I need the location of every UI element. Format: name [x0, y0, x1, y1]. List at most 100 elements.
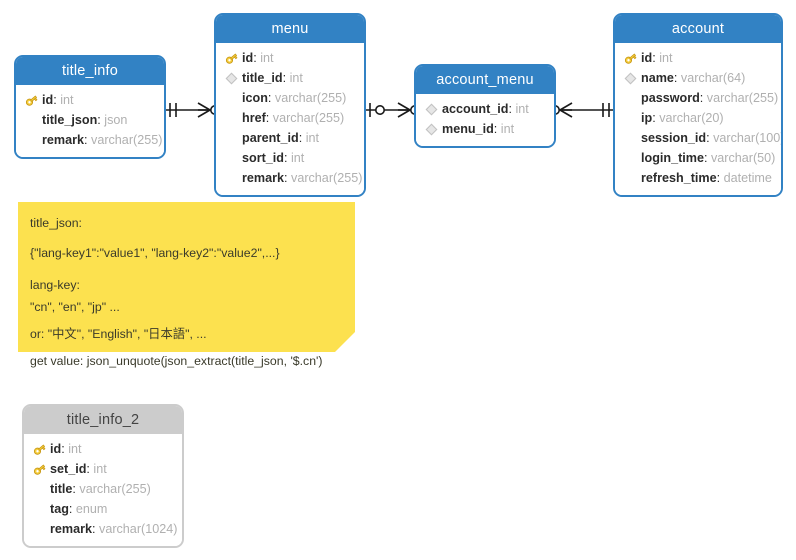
field-row[interactable]: remark: varchar(255): [16, 130, 164, 150]
field-indent-spacer: [223, 90, 240, 107]
field-name: account_id: [442, 102, 509, 116]
field-indent-spacer: [23, 132, 40, 149]
field-row[interactable]: title: varchar(255): [24, 479, 182, 499]
field-type: varchar(255): [79, 482, 151, 496]
field-name: remark: [50, 522, 93, 536]
field-row[interactable]: ip: varchar(20): [615, 108, 781, 128]
relationship-title_info-menu: [166, 102, 221, 118]
field-separator: :: [699, 91, 707, 105]
note-line: lang-key:: [30, 278, 80, 292]
note-line: title_json:: [30, 216, 82, 230]
field-row[interactable]: id: int: [216, 48, 364, 68]
diamond-icon: [622, 70, 639, 87]
relationship-account_menu-account: [549, 102, 613, 118]
field-type: int: [93, 462, 107, 476]
field-row[interactable]: login_time: varchar(50): [615, 148, 781, 168]
field-type: varchar(20): [659, 111, 724, 125]
key-icon: [622, 50, 639, 67]
field-row[interactable]: menu_id: int: [416, 119, 554, 139]
diamond-icon: [223, 70, 240, 87]
field-separator: :: [97, 113, 105, 127]
field-type: varchar(100): [713, 131, 783, 145]
field-type: varchar(255): [91, 133, 163, 147]
field-row[interactable]: set_id: int: [24, 459, 182, 479]
field-separator: :: [284, 171, 292, 185]
field-row[interactable]: account_id: int: [416, 99, 554, 119]
field-row[interactable]: refresh_time: datetime: [615, 168, 781, 188]
field-type: varchar(255): [272, 111, 345, 125]
field-indent-spacer: [223, 130, 240, 147]
field-separator: :: [84, 133, 92, 147]
field-indent-spacer: [23, 112, 40, 129]
field-indent-spacer: [622, 130, 639, 147]
field-row[interactable]: remark: varchar(255): [216, 168, 364, 188]
field-row[interactable]: tag: enum: [24, 499, 182, 519]
field-separator: :: [298, 131, 306, 145]
field-row[interactable]: session_id: varchar(100): [615, 128, 781, 148]
table-title-account_menu: account_menu: [416, 66, 554, 94]
field-name: id: [42, 93, 54, 107]
field-separator: :: [61, 442, 69, 456]
field-separator: :: [508, 102, 516, 116]
field-row[interactable]: title_id: int: [216, 68, 364, 88]
field-type: int: [289, 71, 303, 85]
table-title-title_info: title_info: [16, 57, 164, 85]
field-indent-spacer: [622, 90, 639, 107]
field-row[interactable]: title_json: json: [16, 110, 164, 130]
key-icon: [31, 461, 48, 478]
field-row[interactable]: password: varchar(255): [615, 88, 781, 108]
key-icon: [223, 50, 240, 67]
field-row[interactable]: icon: varchar(255): [216, 88, 364, 108]
field-name: href: [242, 111, 266, 125]
field-separator: :: [68, 502, 76, 516]
field-name: remark: [242, 171, 285, 185]
field-name: title_json: [42, 113, 98, 127]
field-type: varchar(255): [291, 171, 363, 185]
field-separator: :: [282, 71, 290, 85]
field-separator: :: [716, 171, 724, 185]
field-row[interactable]: remark: varchar(1024): [24, 519, 182, 539]
relationship-menu-account_menu: [366, 102, 420, 118]
field-row[interactable]: name: varchar(64): [615, 68, 781, 88]
field-separator: :: [53, 93, 61, 107]
field-type: int: [515, 102, 529, 116]
field-row[interactable]: href: varchar(255): [216, 108, 364, 128]
field-name: parent_id: [242, 131, 299, 145]
field-name: sort_id: [242, 151, 284, 165]
field-indent-spacer: [622, 170, 639, 187]
field-row[interactable]: parent_id: int: [216, 128, 364, 148]
field-row[interactable]: id: int: [24, 439, 182, 459]
field-type: varchar(50): [710, 151, 776, 165]
key-icon: [31, 441, 48, 458]
field-separator: :: [493, 122, 501, 136]
field-separator: :: [706, 131, 714, 145]
note-line: or: "中文", "English", "日本語", ...: [30, 327, 207, 341]
field-row[interactable]: id: int: [615, 48, 781, 68]
field-indent-spacer: [31, 501, 48, 518]
field-separator: :: [92, 522, 100, 536]
field-type: int: [291, 151, 305, 165]
field-separator: :: [265, 111, 273, 125]
field-type: int: [659, 51, 673, 65]
table-title-account: account: [615, 15, 781, 43]
sticky-note-title-json[interactable]: title_json:{"lang-key1":"value1", "lang-…: [18, 202, 355, 368]
note-line: get value: json_unquote(json_extract(tit…: [30, 354, 323, 368]
diamond-icon: [423, 101, 440, 118]
field-separator: :: [253, 51, 261, 65]
table-title-menu: menu: [216, 15, 364, 43]
field-row[interactable]: sort_id: int: [216, 148, 364, 168]
field-row[interactable]: id: int: [16, 90, 164, 110]
note-line: "cn", "en", "jp" ...: [30, 300, 120, 314]
field-separator: :: [652, 51, 660, 65]
field-type: varchar(64): [680, 71, 746, 85]
field-name: refresh_time: [641, 171, 717, 185]
field-type: json: [104, 113, 128, 127]
